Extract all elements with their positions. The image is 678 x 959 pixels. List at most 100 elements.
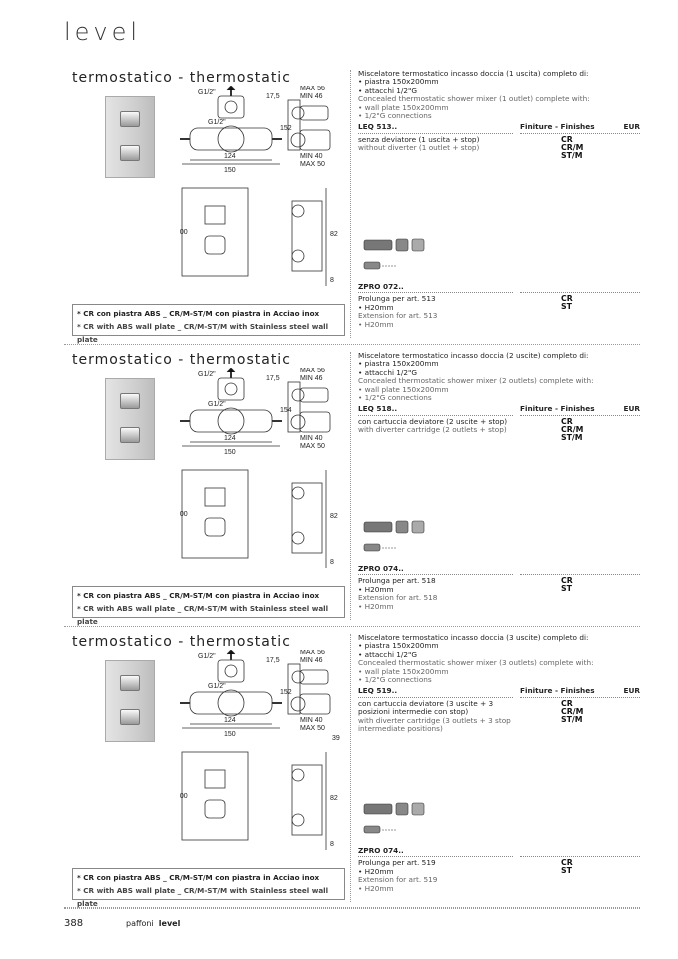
finish-code: CR	[561, 416, 573, 426]
section-title: termostatico - thermostatic	[72, 352, 291, 368]
column-divider	[350, 634, 351, 902]
finish-code: CR/M	[561, 424, 584, 434]
bullet-it: attacchi 1/2"G	[358, 368, 640, 377]
dimension-label-d82: 82	[330, 231, 338, 238]
dimension-label-d1: 17,5	[266, 93, 280, 100]
bullet-en: 1/2"G connections	[358, 675, 640, 684]
note-en: * CR with ABS wall plate _ CR/M-ST/M wit…	[77, 886, 329, 908]
section-divider	[64, 344, 640, 345]
bullet-en: wall plate 150x200mm	[358, 103, 640, 112]
description-it: Miscelatore termostatico incasso doccia …	[358, 69, 589, 78]
page-number: 388	[64, 918, 84, 929]
currency-header: EUR	[623, 122, 640, 132]
description-en: Concealed thermostatic shower mixer (2 o…	[358, 376, 594, 386]
product-section: termostatico - thermostatic G1/2"G1/2"12…	[0, 68, 678, 350]
bullet-it: attacchi 1/2"G	[358, 650, 640, 659]
dimension-label-d1: 17,5	[266, 375, 280, 382]
variant-row: senza deviatore (1 uscita + stop)without…	[358, 134, 640, 160]
dimension-label-h: 200	[180, 511, 188, 518]
note-it: * CR con piastra ABS _ CR/M-ST/M con pia…	[77, 309, 320, 318]
finish-code: CR	[561, 858, 573, 868]
note-it: * CR con piastra ABS _ CR/M-ST/M con pia…	[77, 591, 320, 600]
bullet-en: wall plate 150x200mm	[358, 667, 640, 676]
currency-header: EUR	[623, 686, 640, 696]
bullet-en: 1/2"G connections	[358, 393, 640, 402]
extension-block: ZPRO 074.. Prolunga per art. 518 H20mm E…	[358, 562, 640, 611]
extension-code: ZPRO 074..	[358, 846, 513, 858]
product-description: Miscelatore termostatico incasso doccia …	[358, 351, 640, 442]
dimension-label-h: 200	[180, 793, 188, 800]
finish-code: CR/M	[561, 706, 584, 716]
footer-company: paffoni	[126, 919, 154, 928]
dimension-label-d8: 8	[330, 841, 334, 848]
section-divider	[64, 908, 640, 909]
dimension-label-min1: MIN 46	[300, 657, 323, 664]
dimension-label-g: G1/2"	[198, 371, 216, 378]
product-code: LEQ 519..	[358, 687, 513, 698]
dimension-label-hh: 152	[280, 689, 292, 696]
dimension-label-hh: 152	[280, 125, 292, 132]
section-title: termostatico - thermostatic	[72, 634, 291, 650]
extension-bullet-it: H20mm	[358, 867, 518, 876]
extension-block: ZPRO 072.. Prolunga per art. 513 H20mm E…	[358, 280, 640, 329]
note-en: * CR with ABS wall plate _ CR/M-ST/M wit…	[77, 322, 329, 344]
dimension-label-d82: 82	[330, 795, 338, 802]
variant-it: senza deviatore (1 uscita + stop)	[358, 134, 480, 144]
variant-row: con cartuccia deviatore (2 uscite + stop…	[358, 416, 640, 442]
finish-code: CR	[561, 134, 573, 144]
product-description: Miscelatore termostatico incasso doccia …	[358, 633, 640, 734]
dimension-label-min2: MIN 40	[300, 717, 323, 724]
dimension-label-w1: 124	[224, 717, 236, 724]
dimension-label-w1: 124	[224, 153, 236, 160]
dimension-label-max2: MAX 50	[300, 725, 325, 732]
finish-code: CR/M	[561, 142, 584, 152]
dimension-label-g: G1/2"	[208, 401, 226, 408]
variant-en: with diverter cartridge (3 outlets + 3 s…	[358, 715, 511, 734]
product-section: termostatico - thermostatic G1/2"G1/2"12…	[0, 350, 678, 632]
variant-en: with diverter cartridge (2 outlets + sto…	[358, 425, 507, 435]
product-section: termostatico - thermostatic G1/2"G1/2"12…	[0, 632, 678, 914]
extension-en: Extension for art. 519	[358, 875, 438, 885]
dimension-label-h: 200	[180, 229, 188, 236]
extension-it: Prolunga per art. 518	[358, 576, 436, 586]
finish-code: ST	[561, 866, 572, 876]
bullet-en: 1/2"G connections	[358, 111, 640, 120]
extension-en: Extension for art. 513	[358, 311, 438, 321]
extension-it: Prolunga per art. 513	[358, 294, 436, 304]
finish-code: CR	[561, 294, 573, 304]
dimension-label-w2: 150	[224, 449, 236, 456]
column-divider	[350, 70, 351, 338]
footer-brand: paffoni level	[126, 919, 180, 928]
extension-bullet-en: H20mm	[358, 884, 518, 893]
description-it: Miscelatore termostatico incasso doccia …	[358, 351, 589, 360]
extension-block: ZPRO 074.. Prolunga per art. 519 H20mm E…	[358, 844, 640, 893]
variant-it: con cartuccia deviatore (2 uscite + stop…	[358, 416, 508, 426]
extension-parts-image	[363, 238, 425, 270]
variant-row: con cartuccia deviatore (3 uscite + 3 po…	[358, 698, 640, 734]
dimension-label-d39: 39	[332, 735, 340, 742]
extension-parts-image	[363, 520, 425, 552]
finish-code: ST	[561, 584, 572, 594]
dimension-label-min1: MIN 46	[300, 93, 323, 100]
section-divider	[64, 626, 640, 627]
dimension-label-max2: MAX 50	[300, 161, 325, 168]
dimension-label-max1: MAX 56	[300, 86, 325, 92]
product-code: LEQ 513..	[358, 123, 513, 134]
dimension-label-g: G1/2"	[208, 683, 226, 690]
finish-code: CR	[561, 698, 573, 708]
extension-bullet-it: H20mm	[358, 585, 518, 594]
extension-en: Extension for art. 518	[358, 593, 438, 603]
finish-code: ST/M	[561, 150, 583, 160]
bullet-it: piastra 150x200mm	[358, 77, 640, 86]
extension-it: Prolunga per art. 519	[358, 858, 436, 868]
dimension-label-hh: 154	[280, 407, 292, 414]
dimension-label-d8: 8	[330, 559, 334, 566]
product-code: LEQ 518..	[358, 405, 513, 416]
currency-header: EUR	[623, 404, 640, 414]
bullet-en: wall plate 150x200mm	[358, 385, 640, 394]
finish-code: CR	[561, 576, 573, 586]
